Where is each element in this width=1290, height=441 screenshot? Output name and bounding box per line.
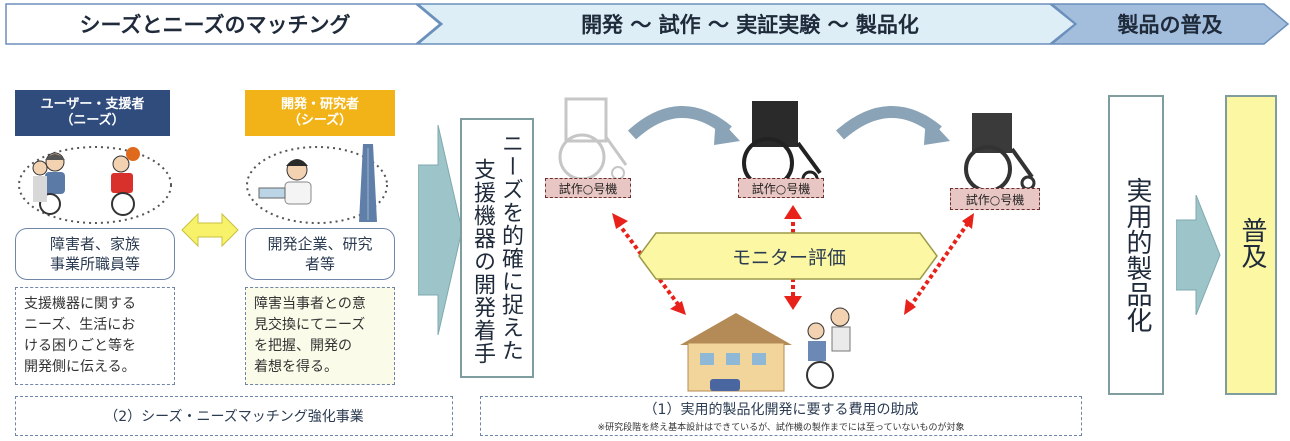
building-icon	[359, 144, 377, 222]
subsidy-box: （1）実用的製品化開発に要する費用の助成 ※研究段階を終え基本設計はできているが…	[480, 396, 1082, 436]
users-dotted-ellipse	[18, 146, 172, 224]
prototype-diagram	[558, 97, 1036, 392]
developers-illustration	[246, 144, 388, 224]
developers-header-line2: （シーズ）	[287, 113, 353, 128]
curved-arrow-icon	[836, 105, 950, 145]
developers-header-line1: 開発・研究者	[280, 97, 359, 112]
dev-start-col1: ニーズを的確に捉えた	[498, 132, 523, 362]
wheelchair-icon	[39, 193, 61, 215]
subsidy-note: ※研究段階を終え基本設計はできているが、試作機の製作までには至っていないものが対…	[597, 422, 965, 433]
users-header-line1: ユーザー・支援者	[40, 97, 145, 112]
matching-program-label: （2）シーズ・ニーズマッチング強化事業	[15, 396, 453, 436]
dev-start-box: ニーズを的確に捉えた 支援機器の開発着手	[460, 118, 534, 378]
developers-note-line: 着想を得る。	[254, 359, 338, 375]
prototype-tag-1: 試作○号機	[545, 178, 631, 198]
prototype-tag-2: 試作○号機	[738, 178, 824, 198]
stage-matching-shape	[5, 3, 442, 45]
developers-note-line: を把握、開発の	[254, 338, 352, 354]
monitor-eval-label: モニター評価	[731, 246, 846, 269]
stage-spread-shape	[1049, 3, 1290, 45]
prototype-tag-3: 試作○号機	[950, 188, 1040, 210]
wheelchair-icon	[964, 113, 1036, 193]
developers-note: 障害当事者との意 見交換にてニーズ を把握、開発の 着想を得る。	[245, 287, 395, 385]
subsidy-title: （1）実用的製品化開発に要する費用の助成	[643, 402, 919, 418]
people-icon	[806, 307, 851, 389]
dev-start-col2: 支援機器の開発着手	[470, 158, 495, 365]
users-caption-line2: 事業所職員等	[49, 255, 140, 273]
flow-arrow-2	[1176, 195, 1221, 315]
users-header-line2: （ニーズ）	[60, 113, 125, 128]
users-header: ユーザー・支援者 （ニーズ）	[15, 90, 170, 136]
double-arrow-icon	[181, 212, 239, 248]
stage-banner	[5, 3, 1290, 45]
wheelchair-icon	[558, 97, 628, 181]
spread-box: 普及	[1225, 95, 1277, 395]
developers-caption-line1: 開発企業、研究	[267, 235, 373, 253]
users-note-line: 支援機器に関する	[24, 296, 136, 312]
stage-development-label: 開発 〜 試作 〜 実証実験 〜 製品化	[581, 13, 919, 37]
wheelchair-icon	[742, 101, 822, 189]
monitor-eval-shape	[638, 232, 938, 280]
spread-label: 普及	[1237, 217, 1267, 269]
commercialization-box: 実用的製品化	[1108, 95, 1164, 395]
users-note-line: ニーズ、生活にお	[24, 317, 136, 333]
developers-caption-line2: 者等	[304, 255, 335, 273]
developers-note-line: 障害当事者との意	[254, 296, 366, 312]
house-icon	[680, 313, 792, 392]
users-note-line: 開発側に伝える。	[24, 359, 136, 375]
developers-dotted-ellipse	[246, 146, 388, 224]
flow-arrow-1	[418, 125, 463, 335]
researcher-icon	[258, 159, 312, 205]
stage-spread-label: 製品の普及	[1117, 13, 1223, 37]
users-note: 支援機器に関する ニーズ、生活にお ける困りごと等を 開発側に伝える。	[15, 287, 175, 385]
developers-caption: 開発企業、研究 者等	[245, 228, 395, 280]
stage-development-shape	[415, 3, 1077, 45]
curved-arrow-icon	[627, 105, 740, 145]
developers-note-line: 見交換にてニーズ	[254, 317, 366, 333]
users-illustration	[18, 146, 172, 224]
users-note-line: ける困りごと等を	[24, 338, 136, 354]
developers-header: 開発・研究者 （シーズ）	[245, 90, 395, 136]
stage-matching-label: シーズとニーズのマッチング	[79, 13, 351, 37]
people-icon	[32, 147, 140, 216]
users-caption: 障害者、家族 事業所職員等	[15, 228, 175, 280]
users-caption-line1: 障害者、家族	[49, 235, 140, 253]
commercialization-label: 実用的製品化	[1122, 177, 1152, 333]
